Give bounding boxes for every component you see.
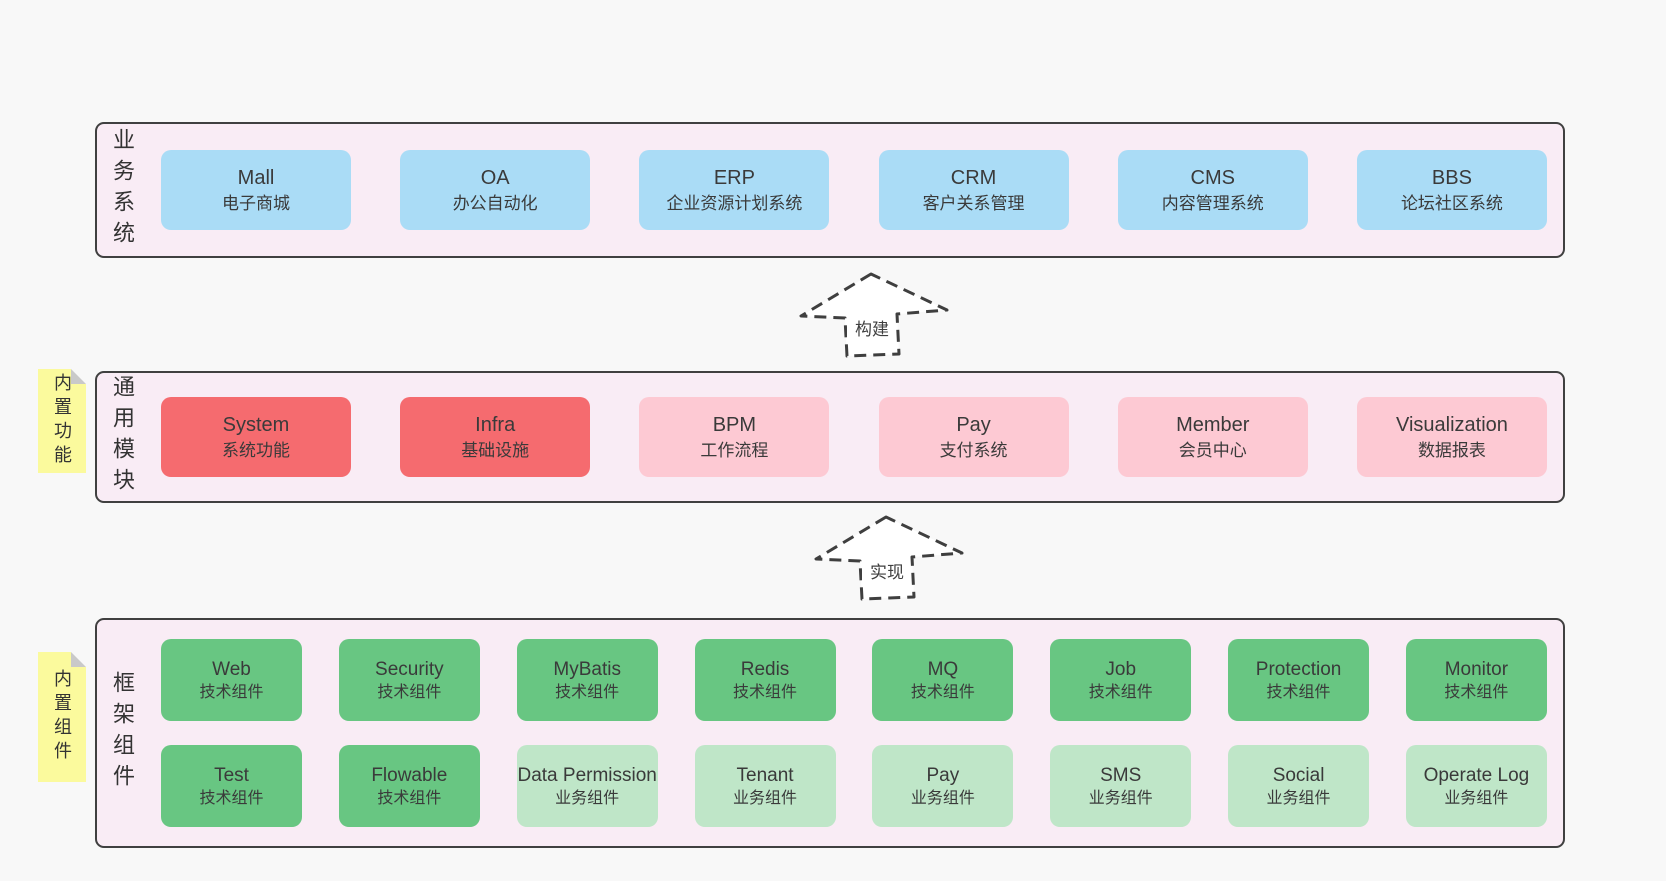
box-pay-component: Pay 业务组件 [872,745,1014,827]
components-boxes-grid: Web 技术组件 Security 技术组件 MyBatis 技术组件 Redi… [161,639,1547,827]
implement-arrow-icon: 实现 [814,515,964,601]
box-crm: CRM 客户关系管理 [878,150,1069,230]
box-pay-module: Pay 支付系统 [878,397,1069,477]
box-protection: Protection 技术组件 [1228,639,1370,721]
band-framework-components: 框架组件 Web 技术组件 Security 技术组件 MyBatis 技术组件… [95,618,1565,848]
modules-boxes-row: System 系统功能 Infra 基础设施 BPM 工作流程 Pay 支付系统… [161,397,1547,477]
box-mybatis: MyBatis 技术组件 [516,639,658,721]
build-arrow-icon: 构建 [799,272,949,358]
box-mall: Mall 电子商城 [161,150,351,230]
box-mq: MQ 技术组件 [872,639,1014,721]
box-infra: Infra 基础设施 [400,397,591,477]
box-monitor: Monitor 技术组件 [1405,639,1547,721]
box-operate-log: Operate Log 业务组件 [1405,745,1547,827]
box-security: Security 技术组件 [338,639,480,721]
box-bpm: BPM 工作流程 [639,397,830,477]
box-system: System 系统功能 [161,397,351,477]
band-label-framework-components: 框架组件 [110,671,135,795]
box-tenant: Tenant 业务组件 [694,745,836,827]
implement-arrow-label-bg [862,557,910,585]
implement-arrow-label: 实现 [870,563,904,582]
box-flowable: Flowable 技术组件 [338,745,480,827]
sticky-note-builtin-features: 内置功能 [38,369,86,473]
components-row-2: Test 技术组件 Flowable 技术组件 Data Permission … [161,745,1547,827]
box-data-permission: Data Permission 业务组件 [516,745,658,827]
box-erp: ERP 企业资源计划系统 [639,150,830,230]
band-business-systems: 业务系统 Mall 电子商城 OA 办公自动化 ERP 企业资源计划系统 CRM… [95,122,1565,258]
box-social: Social 业务组件 [1228,745,1370,827]
box-web: Web 技术组件 [161,639,302,721]
sticky-note-builtin-components: 内置组件 [38,652,86,782]
components-row-1: Web 技术组件 Security 技术组件 MyBatis 技术组件 Redi… [161,639,1547,721]
box-test: Test 技术组件 [161,745,302,827]
band-label-business-systems: 业务系统 [110,128,135,252]
business-boxes-row: Mall 电子商城 OA 办公自动化 ERP 企业资源计划系统 CRM 客户关系… [161,150,1547,230]
band-common-modules: 通用模块 System 系统功能 Infra 基础设施 BPM 工作流程 Pay… [95,371,1565,503]
box-member: Member 会员中心 [1117,397,1308,477]
box-redis: Redis 技术组件 [694,639,836,721]
band-label-common-modules: 通用模块 [110,375,135,499]
box-sms: SMS 业务组件 [1050,745,1192,827]
build-arrow-label-bg [847,314,895,342]
box-bbs: BBS 论坛社区系统 [1356,150,1547,230]
build-arrow-label: 构建 [855,320,889,339]
box-cms: CMS 内容管理系统 [1117,150,1308,230]
box-oa: OA 办公自动化 [400,150,591,230]
box-visualization: Visualization 数据报表 [1356,397,1547,477]
box-job: Job 技术组件 [1050,639,1192,721]
